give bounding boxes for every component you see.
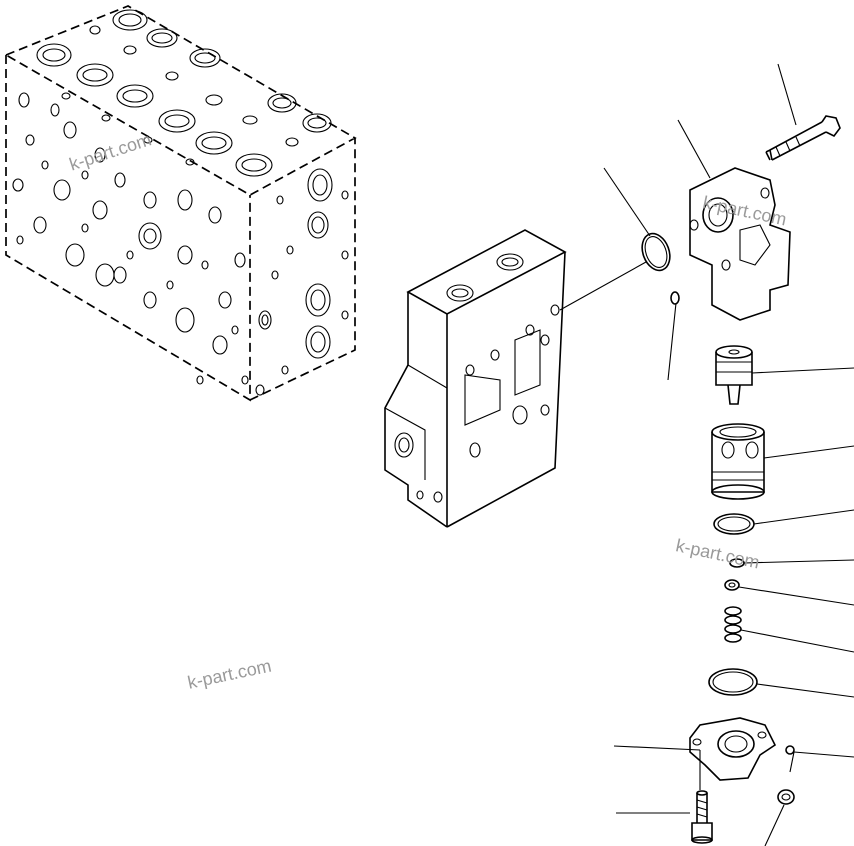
o-ring-lower bbox=[708, 668, 758, 696]
cover-block bbox=[689, 167, 791, 321]
bolt bbox=[765, 115, 841, 161]
cap-screw bbox=[691, 790, 713, 844]
leader-lines bbox=[559, 63, 854, 846]
valve-section-block bbox=[384, 229, 567, 528]
main-valve-body bbox=[4, 5, 357, 402]
plunger bbox=[715, 345, 753, 405]
spring-seat bbox=[724, 579, 740, 591]
sleeve bbox=[711, 423, 765, 500]
spring bbox=[724, 606, 742, 643]
plug bbox=[777, 789, 795, 805]
o-ring-small bbox=[670, 291, 680, 305]
lower-cover bbox=[689, 717, 777, 781]
o-ring-large bbox=[641, 232, 671, 272]
o-ring-mid bbox=[713, 513, 755, 535]
plug-small bbox=[785, 745, 795, 755]
